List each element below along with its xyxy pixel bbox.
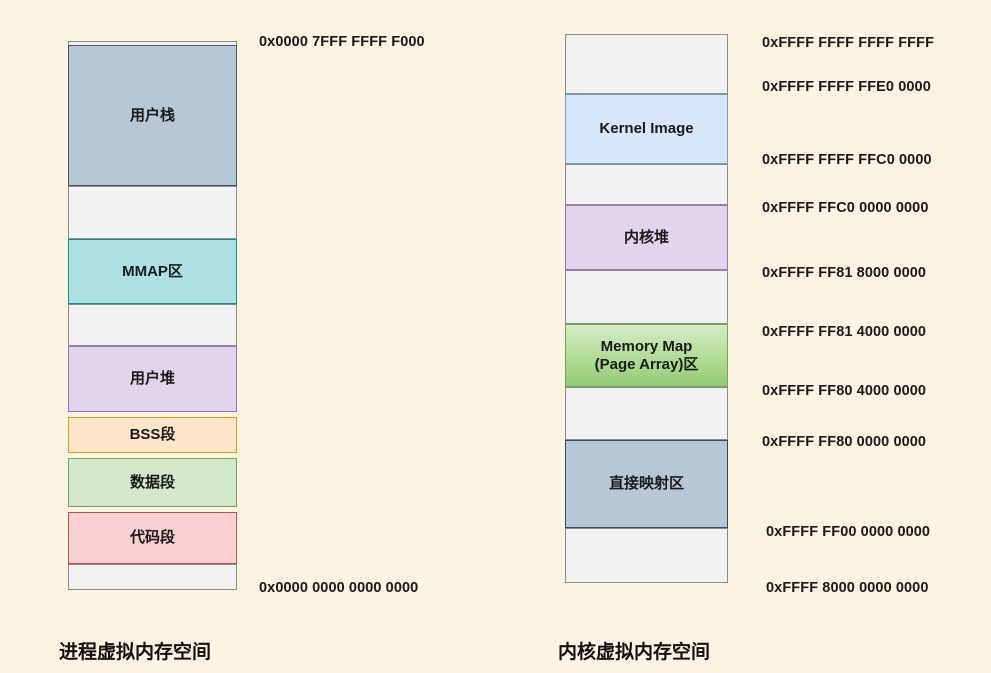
memory-block-memory-map-page-array: Memory Map (Page Array)区	[565, 324, 728, 387]
address-label-addr-ffff-ffff-ffe0-0000: 0xFFFF FFFF FFE0 0000	[762, 79, 931, 95]
address-label-addr-ffff-ff80-0000-0000: 0xFFFF FF80 0000 0000	[762, 434, 927, 450]
memory-block-data-segment: 数据段	[68, 458, 237, 507]
memory-block-gap-kernel-top	[565, 34, 728, 94]
address-label-addr-ffff-ffff-ffc0-0000: 0xFFFF FFFF FFC0 0000	[762, 152, 932, 168]
address-label-addr-ffff-ff81-8000-0000: 0xFFFF FF81 8000 0000	[762, 265, 927, 281]
address-label-addr-ffff-ff80-4000-0000: 0xFFFF FF80 4000 0000	[762, 383, 927, 399]
address-label-addr-ffff-ff81-4000-0000: 0xFFFF FF81 4000 0000	[762, 324, 927, 340]
memory-block-gap-mmap-heap	[68, 304, 237, 346]
caption-process: 进程虚拟内存空间	[59, 642, 212, 663]
address-label-addr-zero: 0x0000 0000 0000 0000	[259, 580, 419, 596]
memory-block-user-heap: 用户堆	[68, 346, 237, 412]
memory-block-gap-bottom	[68, 564, 237, 590]
memory-block-gap-memmap-direct	[565, 387, 728, 440]
address-label-addr-ffff-ffff-ffff-ffff: 0xFFFF FFFF FFFF FFFF	[762, 35, 935, 51]
memory-block-kernel-image: Kernel Image	[565, 94, 728, 164]
memory-block-gap-heap-memmap	[565, 270, 728, 324]
memory-block-gap-stack-mmap	[68, 186, 237, 239]
memory-block-kernel-heap: 内核堆	[565, 205, 728, 270]
address-label-addr-ffff-ff00-0000-0000: 0xFFFF FF00 0000 0000	[766, 524, 931, 540]
memory-block-mmap-area: MMAP区	[68, 239, 237, 304]
memory-block-user-stack: 用户栈	[68, 45, 237, 186]
address-label-addr-user-stack-top: 0x0000 7FFF FFFF F000	[259, 34, 425, 50]
address-label-addr-ffff-8000-0000-0000: 0xFFFF 8000 0000 0000	[766, 580, 929, 596]
memory-block-gap-kernel-bottom	[565, 528, 728, 583]
memory-block-bss-segment: BSS段	[68, 417, 237, 453]
memory-block-gap-kernel-image-heap	[565, 164, 728, 205]
memory-block-direct-mapping-area: 直接映射区	[565, 440, 728, 528]
memory-block-code-segment: 代码段	[68, 512, 237, 564]
address-label-addr-ffff-ffc0-0000-0000: 0xFFFF FFC0 0000 0000	[762, 200, 929, 216]
caption-kernel: 内核虚拟内存空间	[558, 642, 711, 663]
